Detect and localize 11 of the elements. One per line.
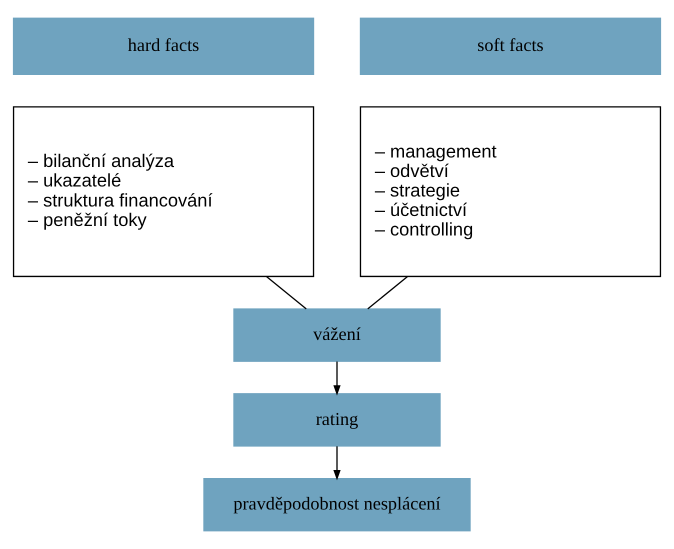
arrow [333, 362, 341, 396]
node-box: rating [233, 393, 441, 447]
connector [367, 276, 408, 310]
node-box: hard facts [12, 18, 314, 75]
node-box: – management – odvětví – strategie – účetnictví – controlling [360, 106, 662, 278]
node-box: – bilanční analýza – ukazatelé – struktura financování – peněžní toky [12, 106, 314, 278]
arrow [333, 446, 341, 480]
node-box: pravděpodobnost nesplácení [203, 478, 471, 532]
node-box: soft facts [360, 18, 662, 75]
connector [266, 276, 307, 310]
node-box: vážení [233, 308, 441, 362]
